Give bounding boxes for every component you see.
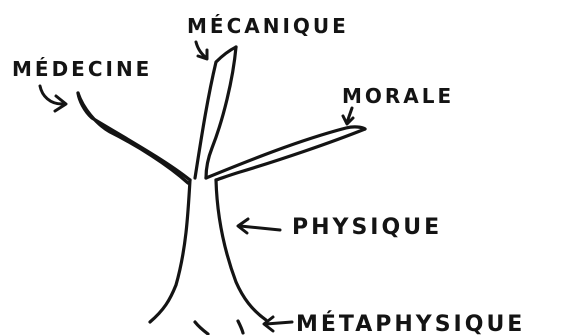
label-mecanique: MÉCANIQUE bbox=[187, 14, 349, 38]
label-medecine: MÉDECINE bbox=[12, 57, 152, 81]
arrow-mecanique bbox=[196, 42, 207, 59]
arrow-medecine bbox=[40, 86, 66, 111]
label-morale: MORALE bbox=[342, 84, 454, 108]
label-physique: PHYSIQUE bbox=[292, 215, 442, 240]
arrow-morale bbox=[343, 108, 353, 124]
label-metaphysique: MÉTAPHYSIQUE bbox=[296, 311, 525, 335]
branch-morale bbox=[206, 127, 365, 180]
arrow-metaphysique bbox=[264, 317, 292, 331]
branch-medecine bbox=[78, 93, 190, 183]
branch-mecanique bbox=[195, 47, 236, 178]
arrow-physique bbox=[238, 219, 280, 233]
tree-trunk bbox=[150, 180, 266, 334]
